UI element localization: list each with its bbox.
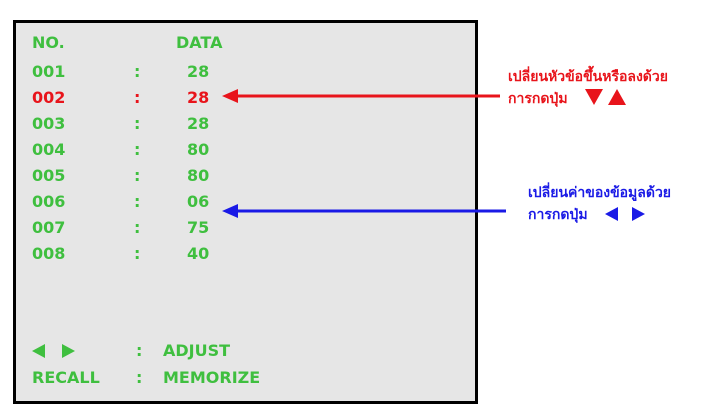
left-triangle-icon [605,207,619,221]
row-separator: : [134,114,141,133]
table-row: 004: 80 [16,138,475,162]
row-number: 003 [32,114,66,133]
blue-annotation-text: การกดปุ่ม [528,207,588,223]
row-number: 002 [32,88,66,107]
adjust-keys [32,339,76,363]
row-separator: : [134,140,141,159]
recall-key: RECALL [32,368,100,387]
adjust-row: : ADJUST [16,339,475,363]
row-number: 008 [32,244,66,263]
row-value: 28 [187,62,210,81]
left-triangle-icon [32,344,45,358]
row-separator: : [134,244,141,263]
table-row: 001: 28 [16,60,475,84]
red-arrow-head [222,89,238,103]
row-value: 28 [187,114,210,133]
row-value: 06 [187,192,210,211]
memorize-label: MEMORIZE [163,368,261,387]
table-row: 007: 75 [16,216,475,240]
down-triangle-icon [585,89,604,105]
row-separator: : [134,166,141,185]
red-annotation-text: การกดปุ่ม [508,91,568,107]
adjust-separator: : [136,341,143,360]
row-separator: : [134,88,141,107]
header-no: NO. [32,33,65,52]
row-value: 28 [187,88,210,107]
right-triangle-icon [632,207,646,221]
row-number: 007 [32,218,66,237]
table-row: 006: 06 [16,190,475,214]
red-annotation-line2: การกดปุ่ม [508,88,668,110]
blue-arrow-head [222,204,238,218]
blue-annotation-line2: การกดปุ่ม [528,204,671,226]
table-row: 005: 80 [16,164,475,188]
header-data: DATA [176,33,223,52]
header-row: NO. DATA [16,31,475,55]
adjust-label: ADJUST [163,341,231,360]
row-value: 80 [187,166,210,185]
blue-annotation-line1: เปลี่ยนค่าของข้อมูลด้วย [528,185,672,201]
row-number: 005 [32,166,66,185]
up-triangle-icon [608,89,627,105]
row-separator: : [134,218,141,237]
recall-row: RECALL : MEMORIZE [16,366,475,390]
red-annotation: เปลี่ยนหัวข้อขึ้นหรือลงด้วย การกดปุ่ม [508,66,668,110]
table-row: 003: 28 [16,112,475,136]
recall-separator: : [136,368,143,387]
row-number: 001 [32,62,66,81]
row-value: 80 [187,140,210,159]
row-value: 75 [187,218,210,237]
red-annotation-line1: เปลี่ยนหัวข้อขึ้นหรือลงด้วย [508,69,668,85]
row-number: 006 [32,192,66,211]
table-row: 008: 40 [16,242,475,266]
row-separator: : [134,192,141,211]
right-triangle-icon [62,344,76,358]
blue-annotation: เปลี่ยนค่าของข้อมูลด้วย การกดปุ่ม [528,182,671,226]
row-value: 40 [187,244,210,263]
row-separator: : [134,62,141,81]
row-number: 004 [32,140,66,159]
table-row: 002: 28 [16,86,475,110]
